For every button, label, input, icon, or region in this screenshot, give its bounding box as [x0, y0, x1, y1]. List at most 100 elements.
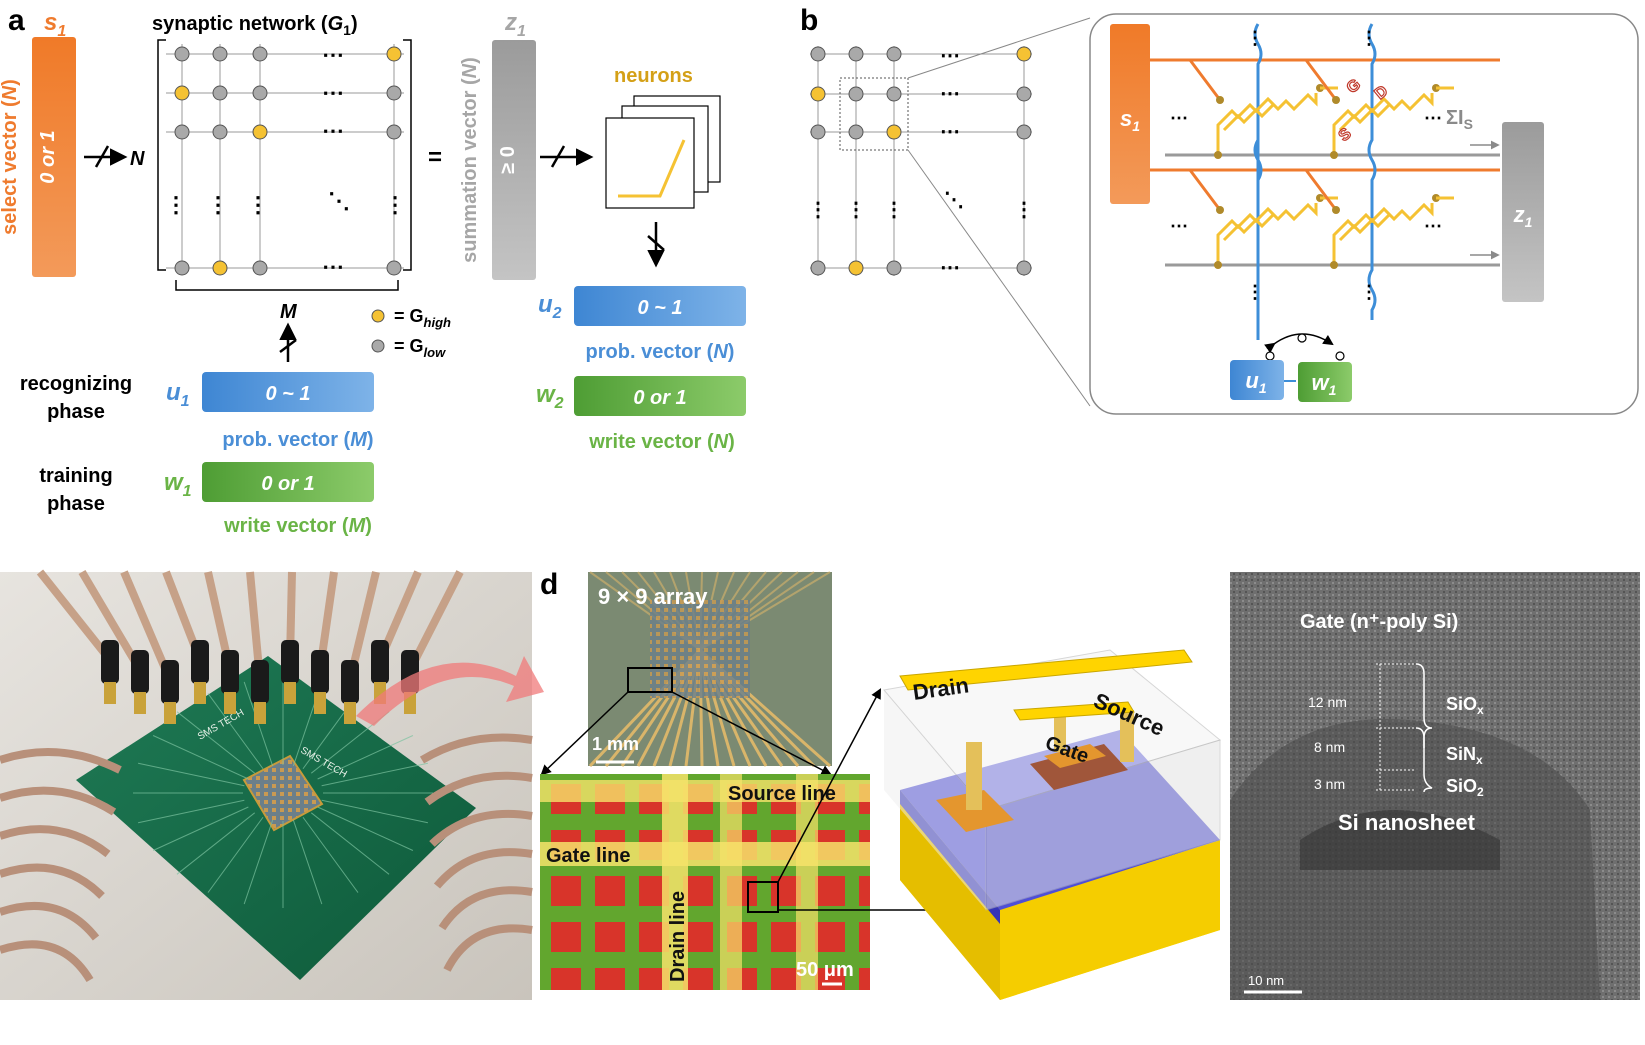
- recognizing-phase-l1: recognizing: [20, 373, 132, 395]
- switch-contact-w: [1335, 351, 1345, 361]
- pcb-trace: [243, 819, 274, 905]
- bus-slash-M: [279, 339, 297, 353]
- inset-vdots-bot-1: ⋮: [1246, 282, 1264, 302]
- inset-s1-bar: [1110, 24, 1150, 204]
- legend-high: = Ghigh: [394, 306, 451, 330]
- synapse-node: [386, 85, 402, 101]
- scale-50um-label: 50 μm: [796, 959, 854, 981]
- synapse-node: [386, 260, 402, 276]
- sma-jack: [314, 692, 326, 714]
- coax-cable-left: [0, 902, 100, 941]
- coax-cable-left: [0, 863, 105, 899]
- coax-cable-right: [438, 886, 533, 931]
- bitline-1: [1253, 23, 1263, 340]
- b-ddots: ⋱: [944, 189, 964, 211]
- sma-jack: [194, 682, 206, 704]
- gate-node: [1216, 96, 1224, 104]
- zoom-selection-box: [839, 77, 909, 151]
- select-vector-value: 0 or 1: [37, 130, 59, 183]
- b-synapse-node: [810, 46, 826, 62]
- zoom-arrow-right: [671, 691, 832, 775]
- pcb-trace: [207, 816, 264, 893]
- gate-wire: [1188, 59, 1222, 101]
- transistor-gate-plate: [1222, 102, 1276, 132]
- coax-connector: [161, 660, 179, 704]
- gate-wire: [1304, 169, 1338, 211]
- b-dots-row1: ⋯: [940, 45, 960, 67]
- gate-node: [1332, 206, 1340, 214]
- zoom-line-top: [907, 17, 1091, 79]
- zoom-arrow-to-chip: [356, 656, 544, 726]
- drain-via: [966, 742, 982, 810]
- b-vdots-2: ⋮: [846, 199, 866, 221]
- array-core: [650, 600, 750, 698]
- b-synapse-node: [1016, 86, 1032, 102]
- switch-pivot: [1297, 333, 1307, 343]
- pcb-trace: [176, 812, 256, 875]
- tem-brace-bottom: [1415, 727, 1433, 793]
- inset-hdots-1: ⋯: [1170, 108, 1188, 128]
- arrow-N-label: N: [130, 148, 145, 170]
- matrix-ddots: ⋱: [328, 188, 350, 213]
- prob-vector-out-bar: [574, 286, 746, 326]
- coax-cable-left: [0, 748, 122, 774]
- coax-cable-right: [429, 809, 533, 847]
- coax-cable-left: [0, 786, 117, 816]
- pcb-trace: [176, 711, 256, 774]
- synapse-node: [252, 124, 268, 140]
- b-synapse-node: [848, 46, 864, 62]
- recognizing-phase-l2: phase: [47, 401, 105, 423]
- synapse-node: [212, 124, 228, 140]
- bus-slash-down: [647, 235, 665, 251]
- gate-node: [1332, 96, 1340, 104]
- write-vector-out-caption: write vector (N): [588, 431, 735, 453]
- inset-u1-label: u1: [1245, 368, 1266, 396]
- b-synapse-node: [1016, 46, 1032, 62]
- substrate-front: [900, 790, 1000, 1000]
- neurons-label: neurons: [614, 65, 693, 87]
- array-micrograph: [540, 774, 870, 990]
- synapse-node: [252, 260, 268, 276]
- b-dots-row2: ⋯: [940, 83, 960, 105]
- sma-jack: [254, 702, 266, 724]
- source-node: [1214, 261, 1222, 269]
- sma-jack: [224, 692, 236, 714]
- circuit-inset: [1089, 13, 1639, 415]
- drain-line-label: Drain line: [667, 891, 689, 982]
- synapse-node: [212, 46, 228, 62]
- box-right-face: [985, 739, 1221, 911]
- inset-u1-box: [1230, 360, 1284, 400]
- synaptic-matrix: [166, 44, 404, 276]
- panel-label-a: a: [8, 4, 25, 37]
- select-vector-bar: [32, 37, 76, 277]
- matrix-left-bracket: [157, 39, 166, 271]
- pcb-trace: [321, 799, 428, 824]
- switch-contact-u: [1265, 351, 1275, 361]
- coax-connector: [371, 640, 389, 684]
- pcb-trace: [138, 762, 245, 787]
- panel-label-d: d: [540, 568, 558, 601]
- pcb-trace: [292, 819, 323, 905]
- transistor-symbol: [1332, 202, 1434, 265]
- b-synapse-node: [848, 260, 864, 276]
- source-via: [1120, 710, 1134, 762]
- tem-brace-top: [1415, 663, 1433, 748]
- transistor-gate-plate: [1338, 102, 1392, 132]
- coax-connector: [101, 640, 119, 684]
- s1-symbol: s1: [44, 9, 66, 40]
- b-synapse-node: [810, 86, 826, 102]
- coax-connector: [281, 640, 299, 684]
- inset-vdots-top-2: ⋮: [1360, 28, 1378, 48]
- b-synapse-node: [848, 86, 864, 102]
- arrow-M-label: M: [280, 301, 298, 323]
- gate-node: [1216, 206, 1224, 214]
- synapse-node: [174, 85, 190, 101]
- write-vector-in-value: 0 or 1: [261, 473, 314, 495]
- coax-cable-right: [443, 924, 533, 972]
- source-line-label: Source line: [728, 783, 836, 805]
- write-vector-in-bar: [202, 462, 374, 502]
- transistor-cells: [1188, 59, 1454, 269]
- prob-vector-out-value: 0 ~ 1: [637, 297, 682, 319]
- select-vector-label: select vector (N): [0, 79, 21, 235]
- b-synapse-node: [886, 46, 902, 62]
